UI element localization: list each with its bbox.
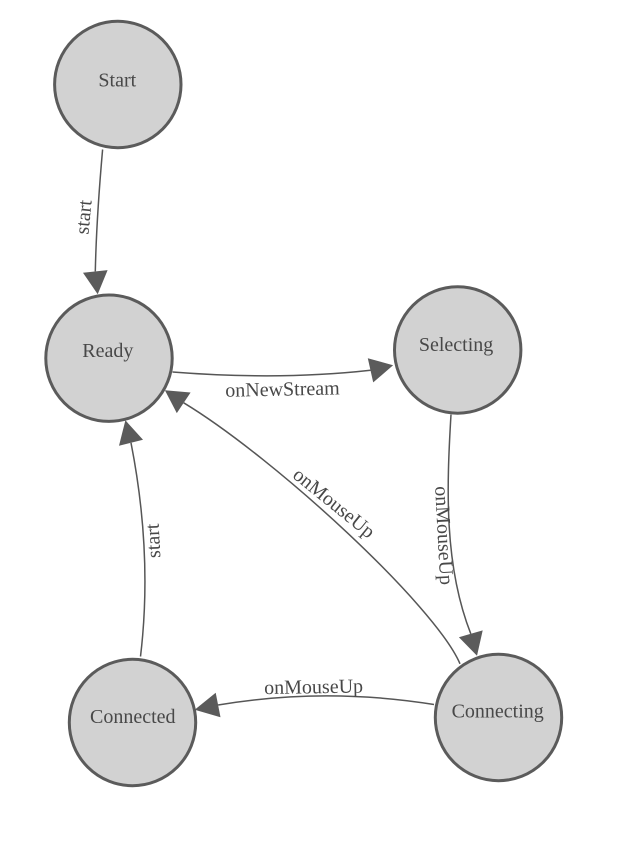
svg-text:start: start [142,523,166,559]
svg-text:Connected: Connected [90,706,176,728]
svg-text:Selecting: Selecting [419,334,493,356]
svg-text:Start: Start [98,69,136,91]
svg-text:start: start [71,198,96,235]
svg-text:Ready: Ready [82,340,133,362]
svg-text:onNewStream: onNewStream [225,377,340,401]
svg-text:Connecting: Connecting [452,701,544,723]
svg-text:onMouseUp: onMouseUp [288,464,379,543]
svg-text:onMouseUp: onMouseUp [430,486,457,586]
svg-text:onMouseUp: onMouseUp [264,676,363,700]
